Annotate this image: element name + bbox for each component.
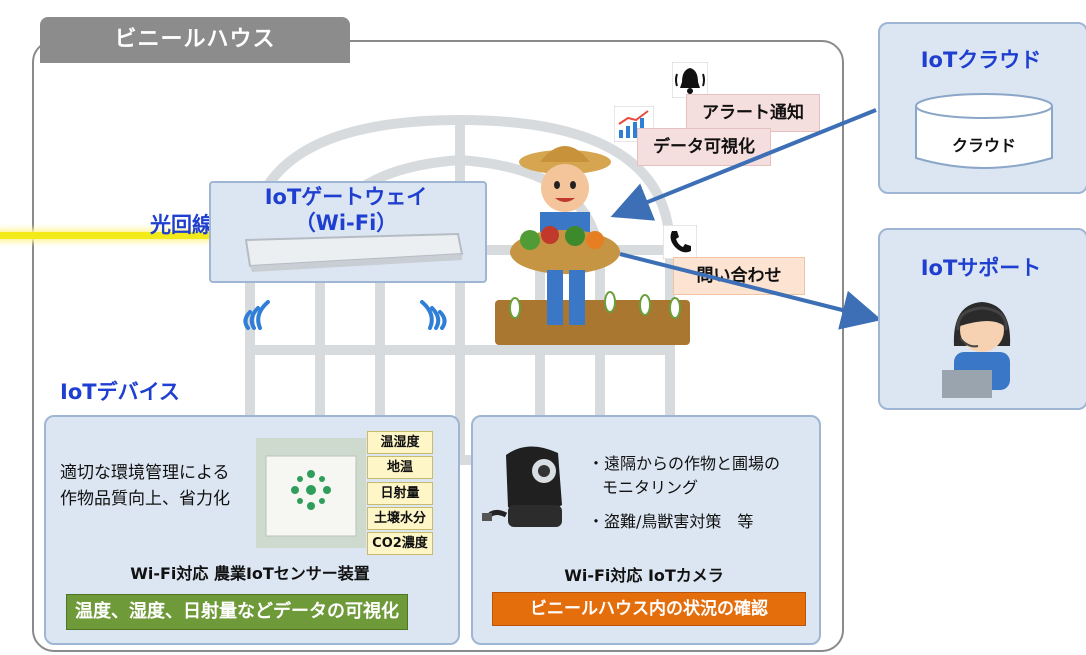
alarm-bell-icon: [672, 62, 708, 98]
camera-bullet1-line2: モニタリング: [588, 476, 780, 500]
camera-bullet2: ・盗難/鳥獣害対策 等: [588, 510, 780, 534]
camera-description: ・遠隔からの作物と圃場の モニタリング ・盗難/鳥獣害対策 等: [588, 452, 780, 534]
iot-support-title: IoTサポート: [878, 252, 1084, 282]
sensor-tag: 地温: [367, 456, 433, 479]
wifi-signal-icon: [238, 292, 282, 336]
iot-camera-image: [478, 435, 578, 535]
sensor-desc-line2: 作物品質向上、省力化: [60, 486, 230, 512]
camera-bullet1-line1: ・遠隔からの作物と圃場の: [588, 452, 780, 476]
sensor-desc-line1: 適切な環境管理による: [60, 460, 230, 486]
iot-devices-title: IoTデバイス: [60, 376, 180, 406]
iot-cloud-title: IoTクラウド: [878, 44, 1084, 74]
fiber-label: 光回線: [150, 209, 213, 239]
sensor-banner: 温度、湿度、日射量などデータの可視化: [66, 594, 408, 630]
gateway-title-line1: IoTゲートウェイ: [209, 184, 483, 210]
iot-support-panel: IoTサポート: [878, 228, 1086, 410]
wifi-signal-icon: [408, 292, 452, 336]
gateway-device-icon: [240, 232, 465, 272]
camera-caption: Wi-Fi対応 IoTカメラ: [471, 562, 817, 586]
sensor-caption: Wi-Fi対応 農業IoTセンサー装置: [44, 560, 456, 584]
sensor-description: 適切な環境管理による 作物品質向上、省力化: [60, 460, 230, 512]
phone-icon: [663, 225, 697, 259]
camera-banner: ビニールハウス内の状況の確認: [492, 592, 806, 626]
iot-cloud-panel: IoTクラウド クラウド: [878, 22, 1086, 194]
gateway-title: IoTゲートウェイ （Wi-Fi）: [209, 184, 483, 236]
inquiry-tag: 問い合わせ: [673, 257, 805, 295]
sensor-tag: CO2濃度: [367, 532, 433, 555]
sensor-device-image: [256, 438, 366, 548]
alert-notification-tag: アラート通知: [686, 94, 820, 132]
greenhouse-label: ビニールハウス: [114, 27, 275, 52]
data-visualization-tag: データ可視化: [637, 128, 771, 166]
cloud-db-label: クラウド: [914, 132, 1054, 156]
support-operator-illustration: [932, 290, 1032, 400]
sensor-tag: 日射量: [367, 482, 433, 505]
greenhouse-tab: ビニールハウス: [40, 17, 350, 63]
sensor-tag: 土壌水分: [367, 507, 433, 530]
sensor-tag: 温湿度: [367, 431, 433, 454]
